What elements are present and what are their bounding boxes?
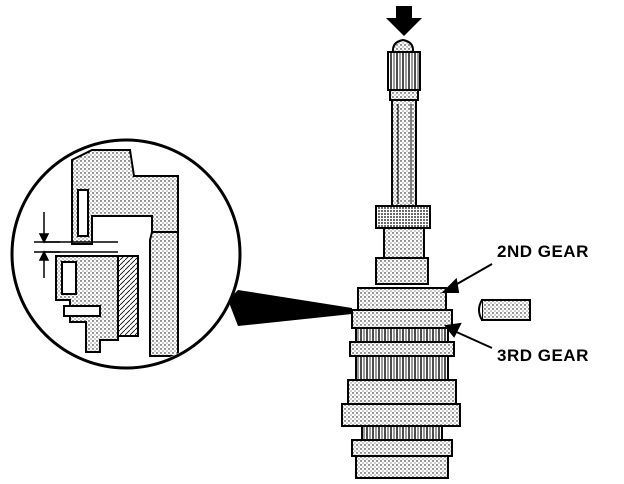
mainshaft <box>375 38 431 285</box>
third-gear <box>355 327 449 343</box>
third-gear-label: 3RD GEAR <box>497 346 589 365</box>
magnifier-connector <box>228 290 352 326</box>
label-leader-lines <box>441 263 493 349</box>
gear-stack <box>341 287 461 479</box>
second-gear <box>357 287 447 311</box>
press-down-arrow <box>386 6 422 36</box>
detail-view-circle <box>10 138 242 370</box>
feeler-gauge <box>478 299 531 321</box>
second-gear-label: 2ND GEAR <box>497 242 589 261</box>
